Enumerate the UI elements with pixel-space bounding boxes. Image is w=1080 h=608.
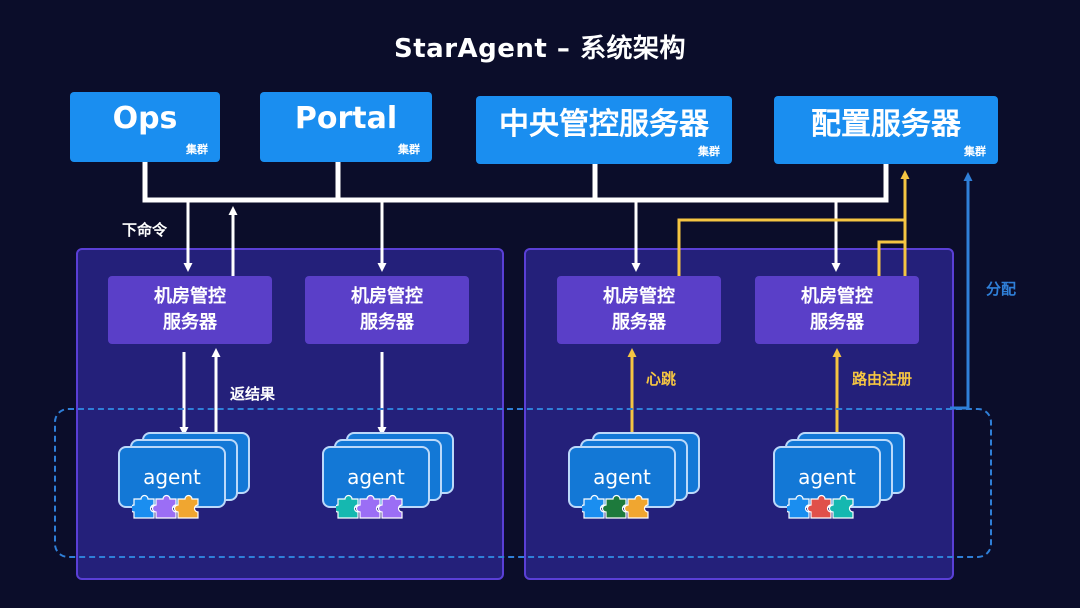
- room-line1: 机房管控: [603, 286, 675, 307]
- puzzle-icons: [582, 494, 649, 519]
- puzzle-piece-icon: [336, 494, 359, 519]
- agent-stack-4[interactable]: agent: [773, 432, 909, 542]
- room-line1: 机房管控: [351, 286, 423, 307]
- cluster-config-server[interactable]: 配置服务器 集群: [774, 96, 998, 164]
- cluster-tag: 集群: [186, 143, 208, 156]
- puzzle-piece-icon: [377, 494, 403, 519]
- room-line2: 服务器: [163, 312, 217, 333]
- puzzle-icons: [787, 494, 854, 519]
- puzzle-piece-icon: [828, 494, 854, 519]
- room-server-4[interactable]: 机房管控 服务器: [755, 276, 919, 344]
- puzzle-piece-icon: [623, 494, 649, 519]
- cluster-ops[interactable]: Ops 集群: [70, 92, 220, 162]
- cluster-name: 中央管控服务器: [499, 107, 709, 142]
- puzzle-piece-icon: [787, 494, 810, 519]
- label-result: 返结果: [230, 385, 276, 403]
- cluster-name: 配置服务器: [811, 107, 961, 142]
- puzzle-icons: [336, 494, 403, 519]
- cluster-portal[interactable]: Portal 集群: [260, 92, 432, 162]
- agent-card: agent: [322, 446, 430, 508]
- agent-label: agent: [593, 465, 651, 489]
- puzzle-piece-icon: [601, 494, 627, 519]
- agent-label: agent: [798, 465, 856, 489]
- agent-card: agent: [118, 446, 226, 508]
- room-line1: 机房管控: [801, 286, 873, 307]
- room-line2: 服务器: [360, 312, 414, 333]
- label-heartbeat: 心跳: [646, 370, 677, 388]
- agent-label: agent: [143, 465, 201, 489]
- puzzle-piece-icon: [151, 494, 177, 519]
- room-server-3[interactable]: 机房管控 服务器: [557, 276, 721, 344]
- page-title: StarAgent – 系统架构: [394, 34, 686, 64]
- agent-label: agent: [347, 465, 405, 489]
- cluster-tag: 集群: [398, 143, 420, 156]
- agent-band: [54, 408, 992, 558]
- label-command: 下命令: [122, 221, 168, 239]
- puzzle-piece-icon: [132, 494, 155, 519]
- room-line1: 机房管控: [154, 286, 226, 307]
- room-line2: 服务器: [810, 312, 864, 333]
- room-line2: 服务器: [612, 312, 666, 333]
- cluster-name: Ops: [112, 100, 178, 136]
- cluster-tag: 集群: [698, 145, 720, 158]
- puzzle-piece-icon: [173, 494, 199, 519]
- puzzle-piece-icon: [355, 494, 381, 519]
- cluster-name: Portal: [294, 100, 398, 136]
- cluster-central-control[interactable]: 中央管控服务器 集群: [476, 96, 732, 164]
- puzzle-piece-icon: [806, 494, 832, 519]
- agent-stack-1[interactable]: agent: [118, 432, 254, 542]
- room-server-2[interactable]: 机房管控 服务器: [305, 276, 469, 344]
- label-route-register: 路由注册: [852, 370, 913, 388]
- cluster-tag: 集群: [964, 145, 986, 158]
- agent-stack-3[interactable]: agent: [568, 432, 704, 542]
- puzzle-piece-icon: [582, 494, 605, 519]
- room-server-1[interactable]: 机房管控 服务器: [108, 276, 272, 344]
- puzzle-icons: [132, 494, 199, 519]
- agent-stack-2[interactable]: agent: [322, 432, 458, 542]
- label-distribute: 分配: [986, 280, 1017, 298]
